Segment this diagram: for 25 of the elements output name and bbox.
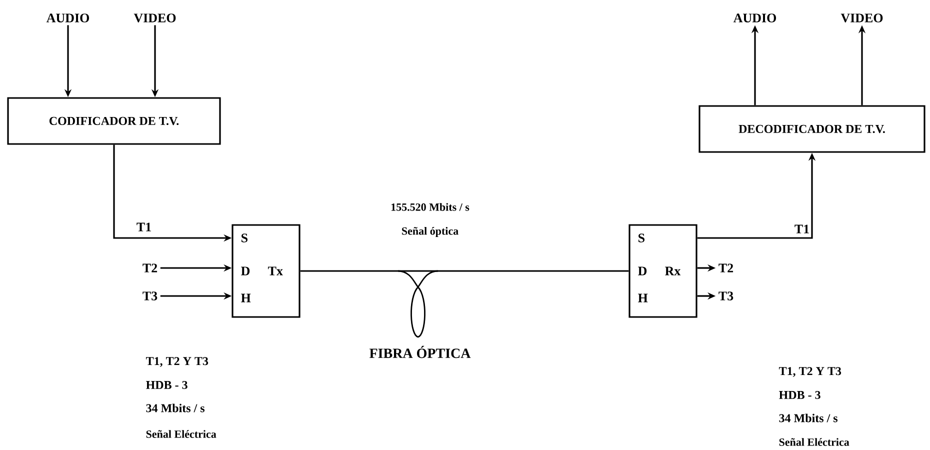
annotation: Señal óptica (402, 227, 458, 237)
annotation: HDB - 3 (146, 380, 188, 390)
edge-label: T1 (135, 222, 153, 232)
signal-label: T3 (142, 292, 158, 300)
signal-label: AUDIO (46, 14, 90, 22)
signal-label: T3 (718, 292, 734, 300)
annotation: Señal Eléctrica (146, 430, 216, 438)
signal-label: AUDIO (733, 14, 776, 22)
process-box: CODIFICADOR DE T.V. (7, 97, 221, 145)
signal-label: VIDEO (134, 14, 176, 22)
signal-label: T2 (718, 264, 734, 272)
multiplexer-box: S D H Rx (628, 224, 698, 318)
annotation: T1, T2 Y T3 (778, 367, 842, 377)
edge-label: T1 (793, 224, 811, 234)
annotation: 34 Mbits / s (779, 414, 838, 422)
multiplexer-box: S D H Tx (232, 224, 300, 318)
annotation: HDB - 3 (779, 390, 820, 400)
annotation: T1, T2 Y T3 (146, 357, 208, 367)
annotation: Señal Eléctrica (779, 438, 850, 446)
annotation: 155.520 Mbits / s (391, 203, 470, 211)
signal-label: VIDEO (840, 14, 883, 22)
process-box: DECODIFICADOR DE T.V. (698, 105, 926, 153)
signal-label: T2 (142, 264, 158, 272)
annotation: 34 Mbits / s (146, 404, 205, 412)
annotation: FIBRA ÓPTICA (370, 346, 471, 358)
